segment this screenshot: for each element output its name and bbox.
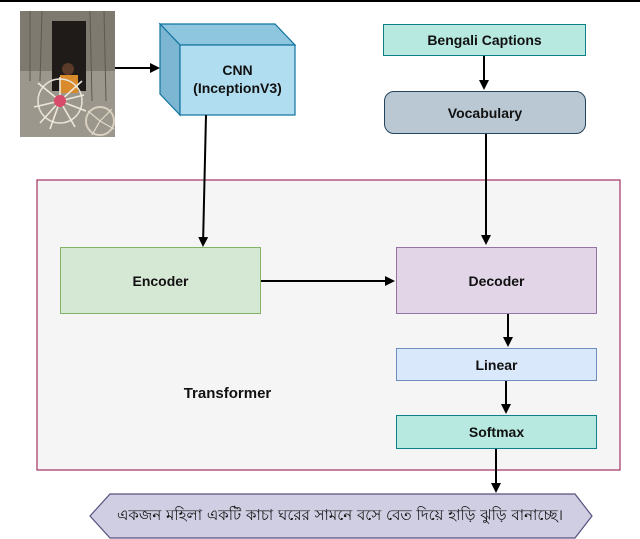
- vocabulary-box: Vocabulary: [384, 91, 586, 134]
- output-caption-shape: [89, 493, 593, 539]
- cnn-cube: [158, 22, 297, 117]
- cnn-label: CNN (InceptionV3): [193, 62, 282, 96]
- bengali-captions-label: Bengali Captions: [427, 32, 542, 48]
- decoder-box: Decoder: [396, 247, 597, 314]
- encoder-box: Encoder: [60, 247, 261, 314]
- softmax-label: Softmax: [468, 424, 525, 440]
- decoder-label: Decoder: [468, 272, 525, 289]
- bengali-captions-box: Bengali Captions: [383, 24, 586, 56]
- top-border-line: [0, 0, 640, 2]
- arrow-cnn-to-encoder: [198, 114, 209, 247]
- output-caption-text: একজন মহিলা একটি কাচা ঘরের সামনে বসে বেত …: [117, 506, 563, 524]
- transformer-label: Transformer: [183, 385, 272, 402]
- encoder-label: Encoder: [132, 272, 189, 289]
- input-image: [20, 11, 115, 137]
- softmax-box: Softmax: [396, 415, 597, 449]
- linear-box: Linear: [396, 348, 597, 381]
- vocabulary-label: Vocabulary: [447, 104, 523, 121]
- linear-label: Linear: [475, 356, 518, 373]
